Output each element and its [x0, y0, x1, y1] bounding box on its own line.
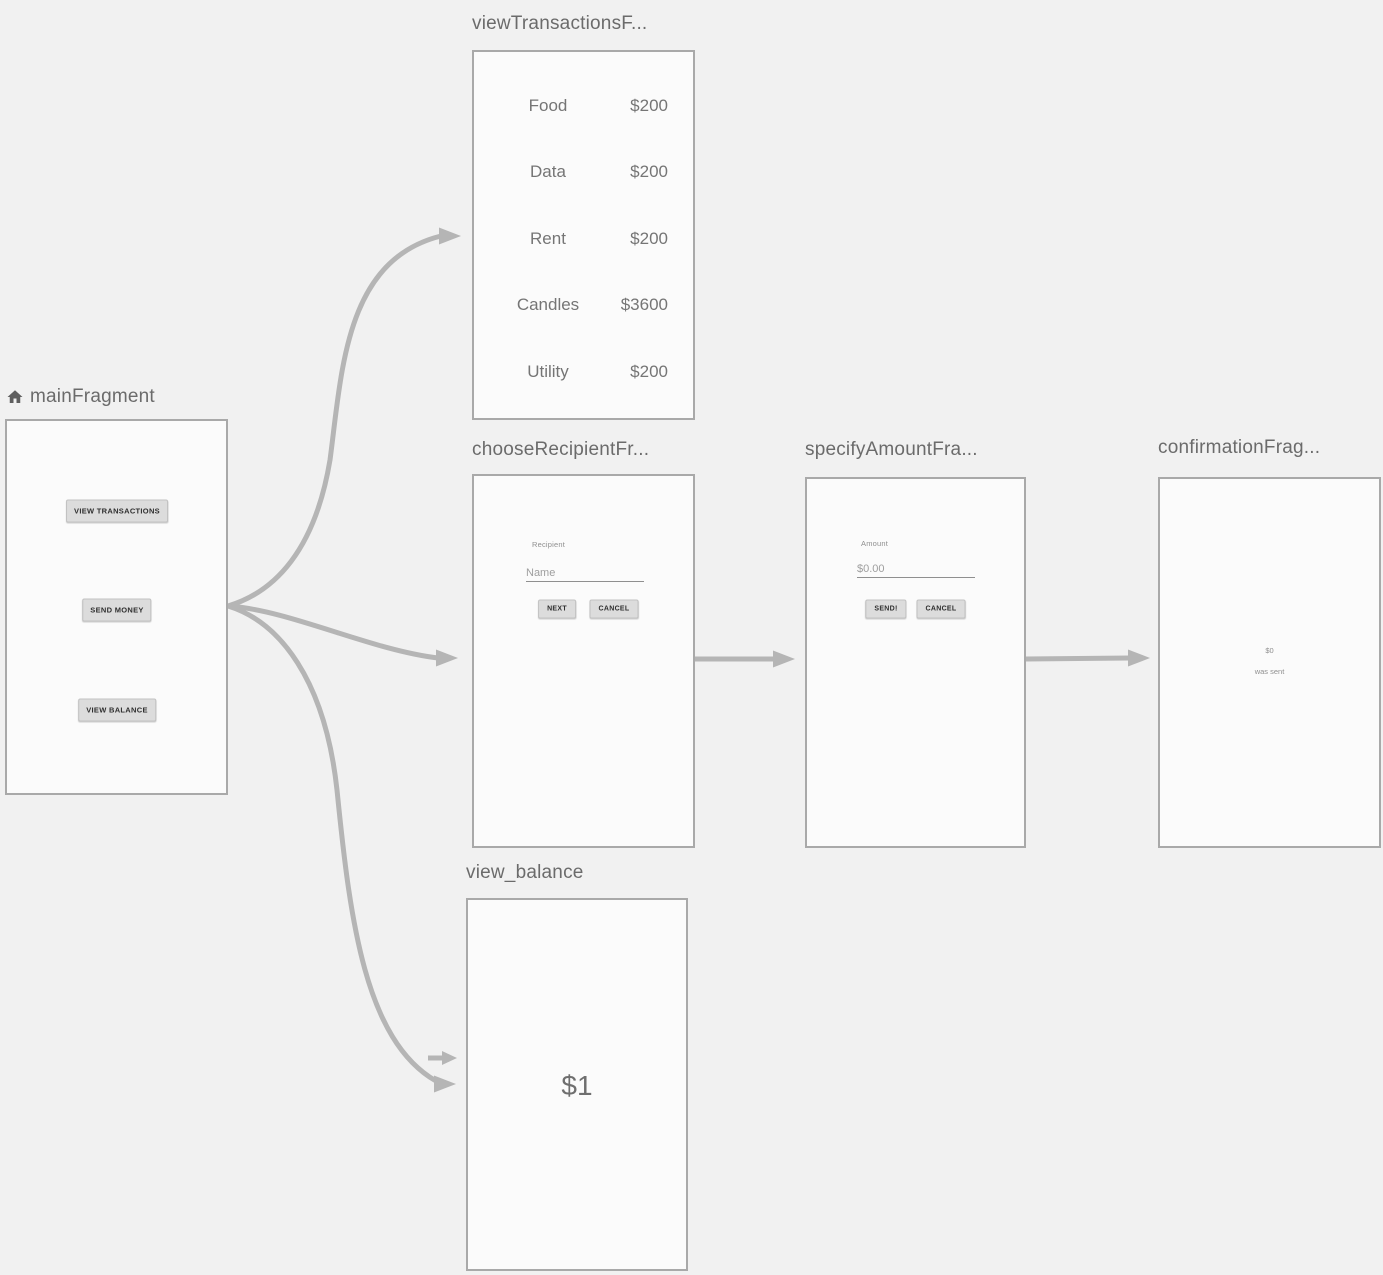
fragment-card-view-balance[interactable]: $1 [466, 898, 688, 1271]
transaction-row: Food $200 [474, 91, 693, 121]
transaction-label: Candles [516, 295, 580, 314]
fragment-card-specify-amount[interactable]: Amount $0.00 SEND! CANCEL [805, 477, 1026, 848]
amount-input: $0.00 [857, 563, 885, 575]
transaction-row: Rent $200 [474, 224, 693, 254]
preview-button-send: SEND! [865, 599, 907, 619]
fragment-title-view-balance: view_balance [466, 862, 584, 883]
transaction-label: Rent [530, 229, 566, 248]
input-underline [526, 581, 644, 582]
fragment-header-specify-amount[interactable]: specifyAmountFra... [805, 439, 978, 461]
fragment-title-confirmation: confirmationFrag... [1158, 437, 1321, 458]
confirmation-amount: $0 [1265, 646, 1274, 655]
preview-button-next: NEXT [538, 599, 576, 619]
transaction-amount: $3600 [620, 295, 668, 314]
fragment-header-view-transactions[interactable]: viewTransactionsF... [472, 13, 647, 35]
balance-amount: $1 [561, 1070, 593, 1101]
action-main-to-view-transactions[interactable] [227, 227, 461, 609]
transaction-label: Data [530, 162, 566, 181]
recipient-field-label: Recipient [532, 540, 566, 549]
fragment-title-view-transactions: viewTransactionsF... [472, 13, 648, 34]
fragment-title-choose-recipient: chooseRecipientFr... [472, 439, 650, 460]
action-main-to-choose-recipient[interactable] [227, 603, 458, 667]
fragment-header-main[interactable]: mainFragment [6, 386, 155, 408]
transaction-amount: $200 [630, 229, 668, 248]
global-action-view-balance[interactable] [428, 1051, 457, 1065]
transaction-row: Utility $200 [474, 357, 693, 387]
transaction-amount: $200 [630, 362, 668, 381]
fragment-header-view-balance[interactable]: view_balance [466, 862, 584, 884]
preview-button-cancel: CANCEL [916, 599, 966, 619]
preview-button-cancel: CANCEL [589, 599, 639, 619]
preview-button-send-money: SEND MONEY [82, 598, 152, 622]
home-icon [7, 390, 23, 403]
input-underline [857, 577, 975, 578]
fragment-card-view-transactions[interactable]: Food $200 Data $200 Rent $200 Candles $3… [472, 50, 695, 420]
fragment-card-choose-recipient[interactable]: Recipient Name NEXT CANCEL [472, 474, 695, 848]
fragment-header-confirmation[interactable]: confirmationFrag... [1158, 437, 1320, 459]
fragment-card-main[interactable]: VIEW TRANSACTIONS SEND MONEY VIEW BALANC… [5, 419, 228, 795]
confirmation-sent-text: was sent [1254, 667, 1285, 676]
transaction-row: Data $200 [474, 157, 693, 187]
transaction-row: Candles $3600 [474, 290, 693, 320]
fragment-card-confirmation[interactable]: $0 was sent [1158, 477, 1381, 848]
fragment-title-main: mainFragment [30, 386, 155, 407]
amount-field-label: Amount [861, 539, 889, 548]
preview-button-view-balance: VIEW BALANCE [78, 698, 156, 722]
action-choose-recipient-to-specify-amount[interactable] [695, 650, 795, 668]
transaction-label: Utility [527, 362, 569, 381]
transaction-amount: $200 [630, 96, 668, 115]
transaction-label: Food [528, 96, 568, 115]
action-specify-amount-to-confirmation[interactable] [1025, 649, 1150, 667]
confirmation-message: $0 was sent [1160, 646, 1379, 676]
transaction-amount: $200 [630, 162, 668, 181]
recipient-name-input: Name [526, 567, 556, 579]
fragment-header-choose-recipient[interactable]: chooseRecipientFr... [472, 439, 649, 461]
preview-button-view-transactions: VIEW TRANSACTIONS [66, 499, 168, 523]
fragment-title-specify-amount: specifyAmountFra... [805, 439, 978, 460]
action-main-to-view-balance[interactable] [227, 603, 456, 1093]
